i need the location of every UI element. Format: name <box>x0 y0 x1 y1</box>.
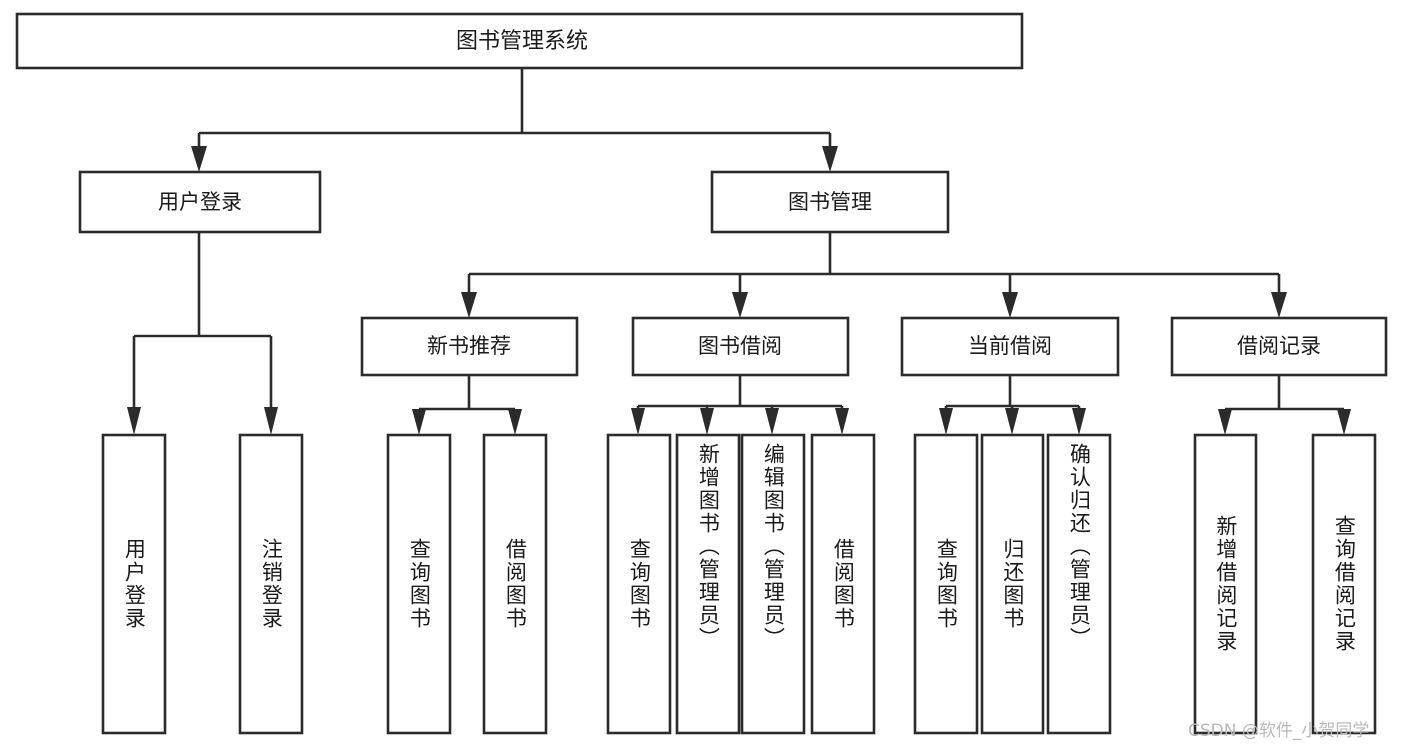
node-user-login-box[interactable] <box>78 170 322 234</box>
arrow-to-new-book-recommend <box>461 292 477 318</box>
leaf-add-record-box[interactable] <box>1193 433 1258 735</box>
arrow-leaf-logout-login <box>264 407 278 435</box>
arrow-to-user-login <box>191 146 207 172</box>
arrow-leaf-add-book <box>700 408 714 435</box>
leaf-query-book-1-box[interactable] <box>386 433 452 735</box>
arrow-leaf-borrow-book-2 <box>835 408 849 435</box>
node-book-management-label: 图书管理 <box>788 190 872 214</box>
leaf-query-book-3-box[interactable] <box>913 433 979 735</box>
node-borrow-record-label: 借阅记录 <box>1237 334 1321 358</box>
leaf-confirm-return-box[interactable] <box>1046 433 1112 735</box>
connector-layer <box>127 68 1351 435</box>
node-current-borrow-label: 当前借阅 <box>968 334 1052 358</box>
leaf-return-book-box[interactable] <box>980 433 1045 735</box>
arrow-to-book-borrow <box>732 292 748 318</box>
arrow-leaf-confirm-return <box>1072 408 1086 435</box>
node-current-borrow-box[interactable] <box>900 316 1120 377</box>
arrow-leaf-edit-book <box>765 408 779 435</box>
node-book-borrow-label: 图书借阅 <box>698 334 782 358</box>
node-book-management-box[interactable] <box>710 170 950 234</box>
node-borrow-record-box[interactable] <box>1170 316 1388 377</box>
arrow-leaf-borrow-book-1 <box>508 409 522 435</box>
arrow-leaf-query-book-1 <box>412 409 426 435</box>
leaf-borrow-book-2-box[interactable] <box>810 433 876 735</box>
arrow-leaf-return-book <box>1005 408 1019 435</box>
arrow-leaf-query-book-3 <box>939 408 953 435</box>
arrow-to-book-management <box>822 146 838 172</box>
node-user-login-label: 用户登录 <box>158 190 242 214</box>
arrow-to-current-borrow <box>1002 292 1018 318</box>
node-new-book-recommend-label: 新书推荐 <box>427 334 511 358</box>
node-book-borrow-box[interactable] <box>631 316 850 377</box>
leaf-borrow-book-1-box[interactable] <box>482 433 548 735</box>
leaf-edit-book-box[interactable] <box>740 433 806 735</box>
arrow-leaf-user-login <box>127 407 141 435</box>
node-layer: 图书管理系统 用户登录 图书管理 新书推荐 图书借阅 当前借阅 借阅记录 <box>15 12 1388 735</box>
arrow-leaf-query-record <box>1337 409 1351 435</box>
arrow-to-borrow-record <box>1271 292 1287 318</box>
node-root-box[interactable] <box>15 12 1024 70</box>
leaf-query-book-2-box[interactable] <box>606 433 672 735</box>
leaf-add-book-box[interactable] <box>675 433 741 735</box>
leaf-query-record-box[interactable] <box>1311 433 1377 735</box>
leaf-user-login-box[interactable] <box>101 433 167 735</box>
node-new-book-recommend-box[interactable] <box>360 316 579 377</box>
arrow-leaf-query-book-2 <box>631 408 645 435</box>
arrow-leaf-add-record <box>1218 409 1232 435</box>
leaf-logout-login-box[interactable] <box>238 433 304 735</box>
node-root-label: 图书管理系统 <box>456 29 588 54</box>
